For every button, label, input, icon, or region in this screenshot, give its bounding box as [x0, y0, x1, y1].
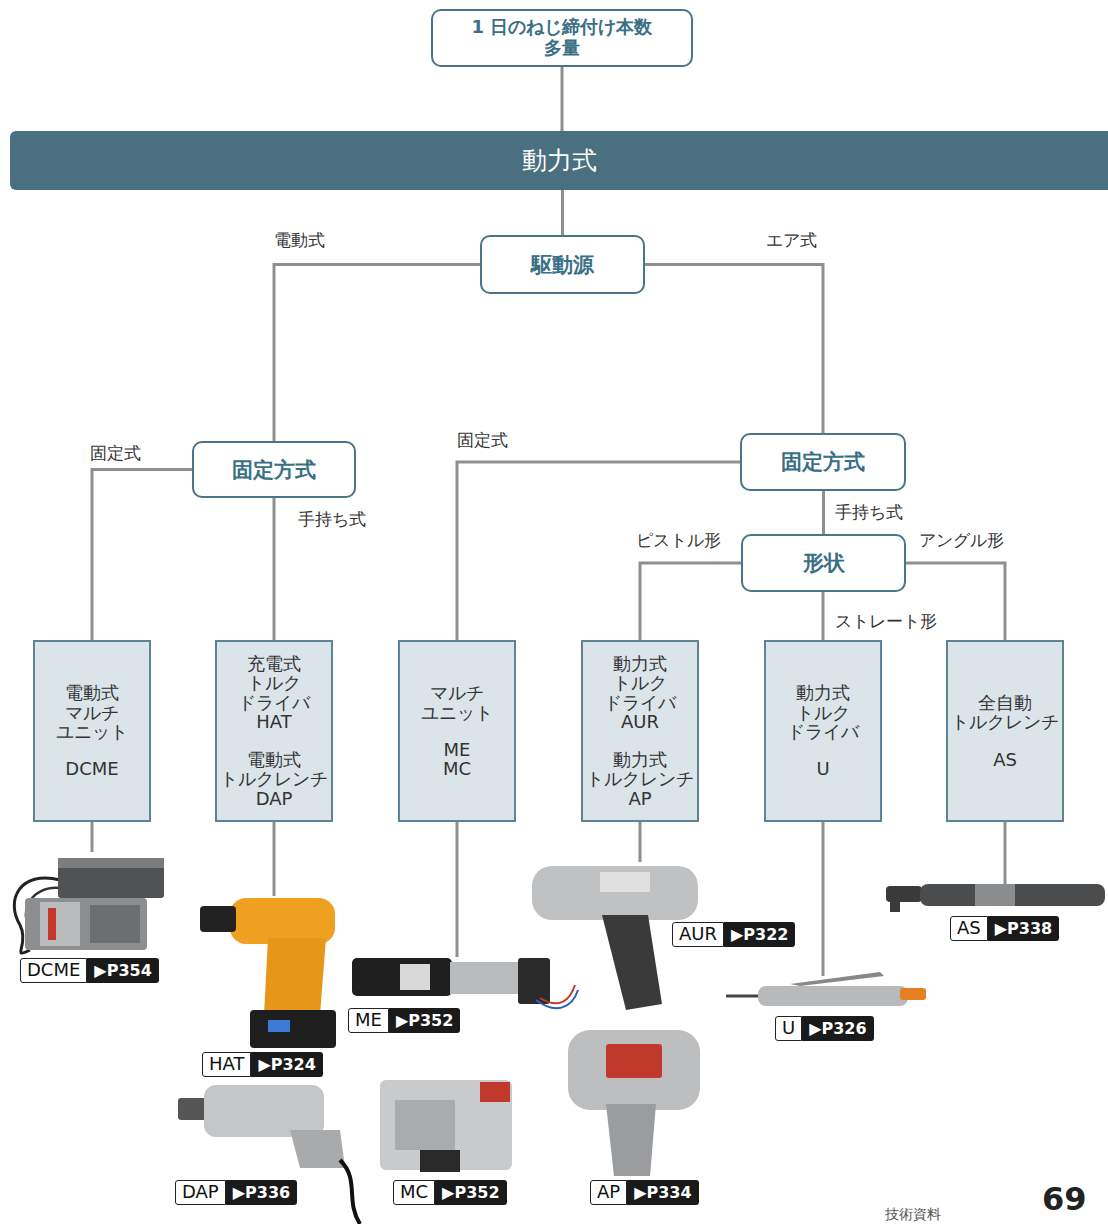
node-text: ME MC — [401, 740, 513, 779]
tag-code: HAT — [202, 1052, 251, 1077]
edge-label: アングル形 — [917, 529, 1006, 552]
edge-label: 固定式 — [455, 429, 510, 452]
page-number: 69 — [1042, 1180, 1087, 1218]
node-text: AS — [949, 750, 1061, 769]
decision-box: 固定方式 — [740, 433, 906, 491]
product-box: 電動式 マルチ ユニット DCME — [33, 640, 151, 822]
decision-box: 固定方式 — [192, 441, 356, 498]
tag-page: ▶P326 — [802, 1016, 873, 1041]
tag-code: DCME — [20, 958, 87, 983]
edge-label: ストレート形 — [833, 610, 939, 633]
tag-code: MC — [393, 1180, 435, 1205]
mc-photo — [380, 1080, 512, 1172]
tag-page: ▶P352 — [389, 1008, 460, 1033]
edge-label: 手持ち式 — [833, 501, 905, 524]
tag-code: AUR — [672, 922, 724, 947]
dcme-photo — [14, 858, 164, 953]
page-tag: U▶P326 — [775, 1016, 874, 1041]
node-text: DCME — [36, 759, 148, 778]
tag-page: ▶P354 — [87, 958, 158, 983]
node-text: 駆動源 — [531, 251, 594, 279]
tag-page: ▶P352 — [435, 1180, 506, 1205]
node-text: 動力式 トルク ドライバ — [767, 683, 879, 741]
node-text: マルチ ユニット — [401, 683, 513, 722]
connector — [274, 265, 480, 442]
page-tag: AP▶P334 — [590, 1180, 699, 1205]
node-text: 動力式 トルクレンチ AP — [584, 750, 696, 808]
node-text: 形状 — [803, 549, 845, 577]
decision-box: 駆動源 — [480, 235, 645, 294]
connector — [823, 491, 824, 534]
connector — [562, 190, 563, 235]
tag-code: AS — [950, 916, 988, 941]
decision-box: 形状 — [741, 534, 906, 592]
category-band: 動力式 — [10, 131, 1108, 190]
product-box: 動力式 トルク ドライバ AUR 動力式 トルクレンチ AP — [581, 640, 699, 822]
hat-photo — [200, 898, 336, 1048]
page-tag: MC▶P352 — [393, 1180, 507, 1205]
connector — [823, 592, 824, 640]
tag-code: DAP — [175, 1180, 226, 1205]
leader-lines — [92, 822, 1005, 976]
page-tag: HAT▶P324 — [202, 1052, 323, 1077]
tag-code: AP — [590, 1180, 627, 1205]
node-text: 全自動 トルクレンチ — [949, 693, 1061, 732]
node-text: U — [767, 759, 879, 778]
edge-label: 電動式 — [272, 229, 327, 252]
connector — [92, 470, 192, 641]
edge-label: エア式 — [764, 229, 819, 252]
product-box: 全自動 トルクレンチ AS — [946, 640, 1064, 822]
node-text: 電動式 トルクレンチ DAP — [218, 750, 330, 808]
tag-page: ▶P334 — [627, 1180, 698, 1205]
tag-page: ▶P338 — [988, 916, 1059, 941]
node-text: 電動式 マルチ ユニット — [36, 683, 148, 741]
edge-label: 固定式 — [88, 442, 143, 465]
u-photo — [726, 972, 926, 1006]
page-tag: DAP▶P336 — [175, 1180, 297, 1205]
start-box: 1 日のねじ締付け本数 多量 — [431, 9, 693, 67]
tag-code: U — [775, 1016, 802, 1041]
node-text: 動力式 — [522, 144, 597, 177]
connector — [562, 67, 563, 131]
edge-label: 手持ち式 — [296, 508, 368, 531]
tag-page: ▶P322 — [724, 922, 795, 947]
connector — [645, 265, 823, 434]
tag-page: ▶P324 — [251, 1052, 322, 1077]
page-tag: AUR▶P322 — [672, 922, 795, 947]
tag-page: ▶P336 — [226, 1180, 297, 1205]
node-text: 動力式 トルク ドライバ AUR — [584, 654, 696, 732]
node-text: 固定方式 — [232, 456, 316, 484]
page-tag: ME▶P352 — [348, 1008, 460, 1033]
page-tag: AS▶P338 — [950, 916, 1059, 941]
tag-code: ME — [348, 1008, 389, 1033]
connector — [640, 563, 741, 640]
product-box: 動力式 トルク ドライバ U — [764, 640, 882, 822]
node-text: 固定方式 — [781, 448, 865, 476]
node-text: 充電式 トルク ドライバ HAT — [218, 654, 330, 732]
as-photo — [886, 884, 1105, 912]
edge-label: ピストル形 — [634, 529, 723, 552]
product-box: 充電式 トルク ドライバ HAT 電動式 トルクレンチ DAP — [215, 640, 333, 822]
connector — [274, 498, 275, 640]
page-tag: DCME▶P354 — [20, 958, 159, 983]
me-photo — [352, 958, 578, 1008]
page-note: 技術資料 — [885, 1206, 941, 1224]
node-text: 1 日のねじ締付け本数 多量 — [463, 17, 661, 58]
product-box: マルチ ユニット ME MC — [398, 640, 516, 822]
connector — [457, 462, 740, 640]
ap-photo — [568, 1030, 700, 1176]
